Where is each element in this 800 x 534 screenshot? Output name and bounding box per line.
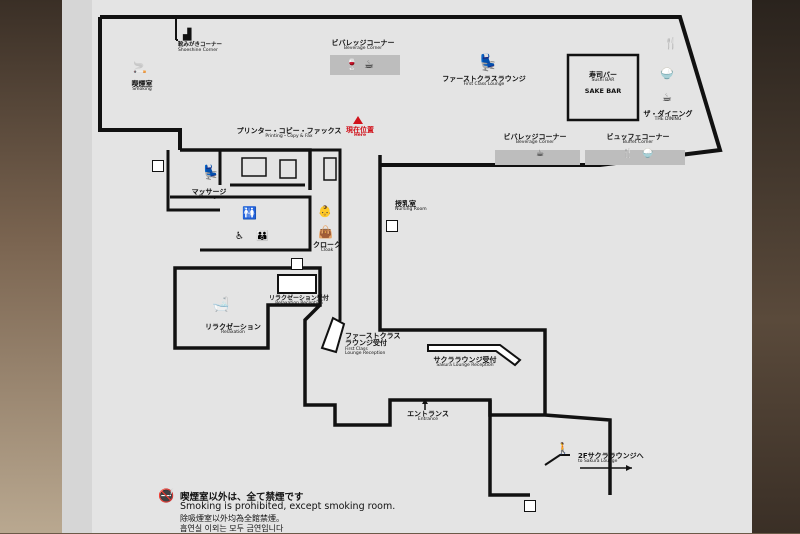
beverage-right-en: Beverage Corner [515,140,555,146]
sakura-2f-jp: 2Fサクララウンジへ [578,452,644,460]
relaxation-label: リラクゼーション Relaxation [205,323,261,336]
beverage-top-jp: ビバレッジコーナー [331,39,395,47]
sakura-reception-label: サクララウンジ受付 Sakura Lounge Reception [433,356,497,369]
fork-knife-icon: 🍴 [664,37,678,50]
first-class-lounge-en: First Class Lounge [463,82,505,88]
buffet-corner-label: ビュッフェコーナー Buffet Corner [606,133,670,146]
relaxation-reception-label: リラクゼーション受付 Relaxation Reception [269,295,329,307]
notice-zh: 除吸煙室以外均為全館禁煙。 [180,514,284,523]
here-en: Here [353,133,367,139]
smoking-room-jp: 喫煙室 [131,80,153,88]
nursing-icon: 👶 [318,205,332,218]
relaxation-reception-en: Relaxation Reception [275,301,323,307]
lounge-chair-icon: 💺 [478,53,498,72]
relaxation-en: Relaxation [221,330,245,336]
entrance-en: Entrance [417,417,439,423]
notice-jp: 喫煙室以外は、全て禁煙です [180,492,304,503]
buffet-en: Buffet Corner [622,140,654,146]
cloak-en: Cloak [320,248,334,254]
buffet-bowl-icon: 🍚 [642,149,654,159]
sushi-bar-en: Sushi BAR [591,78,615,84]
massage-label: マッサージ Massage [191,188,227,201]
massage-jp: マッサージ [191,188,227,196]
notice-en: Smoking is prohibited, except smoking ro… [180,501,396,512]
family-toilet-icon: 👪 [256,231,269,242]
stairs-person-icon: 🚶 [556,442,570,455]
first-class-reception-label: ファーストクラス ラウンジ受付 First Class Lounge Recep… [345,332,401,357]
beverage-top-en: Beverage Corner [343,46,383,52]
first-class-reception-jp2: ラウンジ受付 [345,339,387,348]
here-marker-label: 現在位置 Here [346,126,374,139]
first-class-reception-jp: ファーストクラス [345,332,401,340]
dining-en: THE DINING [654,117,682,123]
sakura-reception-en: Sakura Lounge Reception [436,363,494,369]
dining-jp: ザ・ダイニング [643,110,693,118]
relaxation-icon: 🛁 [212,297,230,313]
printer-jp: プリンター・コピー・ファックス [236,127,342,135]
first-class-lounge-jp: ファーストクラスラウンジ [442,75,526,83]
relaxation-jp: リラクゼーション [205,323,261,331]
restroom-icon: 🚻 [242,206,257,220]
massage-chair-icon: 💺 [202,165,220,181]
shoeshine-jp: 靴みがきコーナー [178,42,223,48]
emergency-exit-icon [524,500,536,512]
no-smoking-icon: 🚭 [158,489,175,504]
first-class-reception-en: First Class [345,346,368,352]
rice-bowl-icon: 🍚 [660,67,674,80]
nursing-room-label: 授乳室 Nursing Room [395,200,427,213]
relaxation-reception-jp: リラクゼーション受付 [269,295,329,302]
smoking-room-label: 喫煙室 Smoking [131,80,153,93]
coffee-cup-icon: ☕ [364,58,374,71]
sakura-2f-label: 2Fサクララウンジへ to Sakura Lounge [578,452,644,465]
shoeshine-label: 靴みがきコーナー Shoeshine Corner [178,42,223,53]
nursing-room-jp: 授乳室 [395,200,416,208]
dining-label: ザ・ダイニング THE DINING [643,110,693,123]
printer-label: プリンター・コピー・ファックス Printing・Copy & Fax [236,127,342,140]
printer-en: Printing・Copy & Fax [265,134,313,140]
beverage-right-jp: ビバレッジコーナー [503,133,567,141]
sushi-bar-label: 寿司バー Sushi BAR SAKE BAR [584,71,622,96]
beverage-corner-right-label: ビバレッジコーナー Beverage Corner [503,133,567,146]
sakura-2f-en: to Sakura Lounge [578,459,618,465]
shoeshine-icon: ▟ [183,28,192,41]
accessible-toilet-icon: ♿ [235,231,244,242]
entrance-jp: エントランス [407,410,449,418]
buffet-fork-icon: 🍴 [622,149,634,159]
emergency-exit-icon [152,160,164,172]
first-class-lounge-label: ファーストクラスラウンジ First Class Lounge [442,75,526,88]
buffet-jp: ビュッフェコーナー [606,133,670,141]
cloak-label: クローク Cloak [313,241,341,254]
sake-bar-label: SAKE BAR [584,87,622,96]
nursing-room-en: Nursing Room [395,207,427,213]
cup-icon: ☕ [662,91,672,104]
wine-glass-icon: 🍷 [345,58,359,71]
shoeshine-en: Shoeshine Corner [178,47,218,53]
smoking-icon: 🚬 [133,61,147,74]
massage-en: Massage [199,195,219,201]
beverage-cup-icon: ☕ [536,149,545,159]
beverage-corner-top-label: ビバレッジコーナー Beverage Corner [331,39,395,52]
cloak-jp: クローク [313,241,341,249]
sakura-reception-jp: サクララウンジ受付 [433,356,497,364]
emergency-exit-icon [386,220,398,232]
sushi-bar-jp: 寿司バー [588,71,617,79]
cloak-icon: 👜 [318,225,333,239]
smoking-room-en: Smoking [132,87,152,93]
emergency-exit-icon [291,258,303,270]
notice-ko: 흡연실 이외는 모두 금연입니다 [180,524,284,533]
first-class-reception-en2: Lounge Reception [345,351,386,357]
here-jp: 現在位置 [346,126,374,134]
entrance-label: エントランス Entrance [407,410,449,423]
